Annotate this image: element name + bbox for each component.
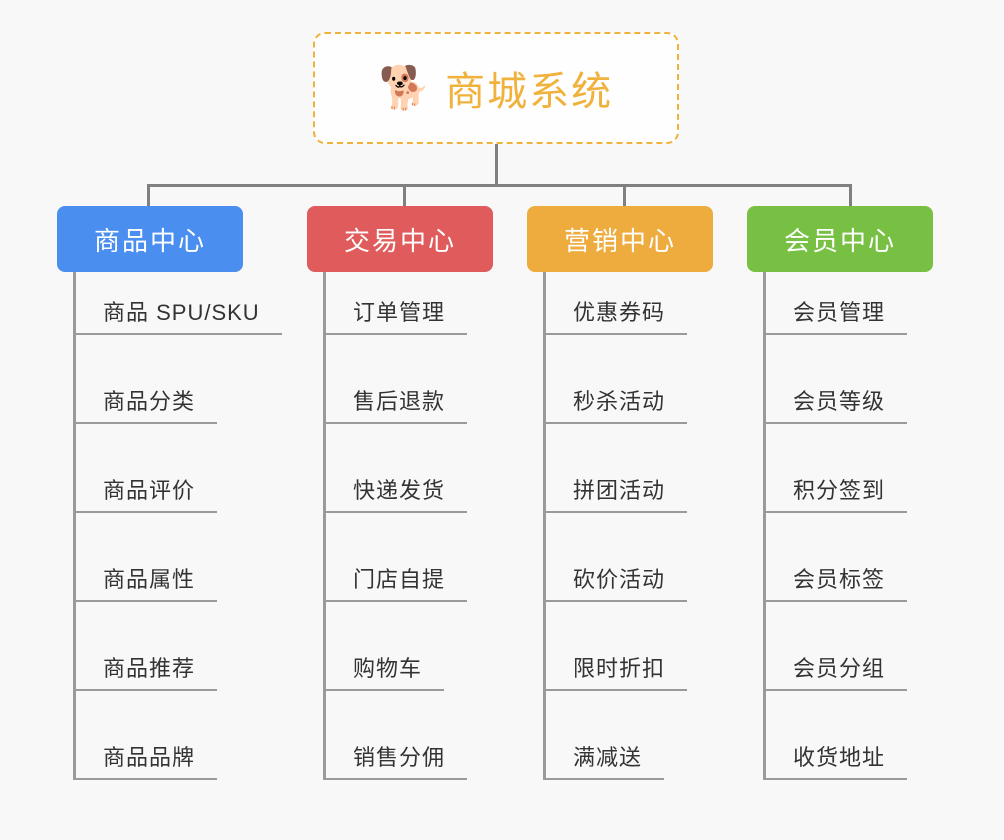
leaf-underline (543, 600, 687, 602)
leaf-label: 商品品牌 (103, 745, 196, 770)
leaf-label: 商品分类 (103, 389, 196, 414)
leaf-label: 门店自提 (353, 567, 446, 592)
horizontal-bus-connector (147, 184, 852, 187)
leaf-label: 收货地址 (793, 745, 886, 770)
leaf-underline (73, 511, 217, 513)
category-node-product-center[interactable]: 商品中心 (57, 206, 243, 272)
drop-connector-1 (147, 184, 150, 208)
leaf-label: 商品推荐 (103, 656, 196, 681)
leaf-underline (543, 422, 687, 424)
leaf-label: 拼团活动 (573, 478, 666, 503)
leaf-label: 优惠券码 (573, 300, 666, 325)
leaf-underline (323, 333, 467, 335)
leaf-label: 会员管理 (793, 300, 886, 325)
branch-spine (323, 272, 326, 780)
category-label: 会员中心 (783, 225, 896, 256)
leaf-label: 购物车 (353, 656, 423, 681)
leaf-label: 砍价活动 (573, 567, 666, 592)
leaf-label: 满减送 (573, 745, 643, 770)
leaf-underline (763, 511, 907, 513)
leaf-underline (543, 689, 687, 691)
leaf-underline (323, 600, 467, 602)
leaf-underline (543, 511, 687, 513)
leaf-underline (323, 422, 467, 424)
leaf-label: 限时折扣 (573, 656, 666, 681)
leaf-underline (543, 333, 687, 335)
drop-connector-4 (849, 184, 852, 208)
leaf-label: 售后退款 (353, 389, 446, 414)
leaf-label: 商品 SPU/SKU (103, 300, 260, 325)
leaf-underline (763, 689, 907, 691)
branch-spine (543, 272, 546, 780)
category-node-member-center[interactable]: 会员中心 (747, 206, 933, 272)
category-label: 营销中心 (563, 225, 676, 256)
leaf-label: 秒杀活动 (573, 389, 666, 414)
leaf-label: 商品属性 (103, 567, 196, 592)
drop-connector-3 (623, 184, 626, 208)
leaf-underline (763, 600, 907, 602)
leaf-label: 会员标签 (793, 567, 886, 592)
branch-spine (73, 272, 76, 780)
leaf-underline (73, 778, 217, 780)
category-node-trade-center[interactable]: 交易中心 (307, 206, 493, 272)
leaf-underline (763, 778, 907, 780)
branch-spine (763, 272, 766, 780)
leaf-label: 会员等级 (793, 389, 886, 414)
leaf-underline (73, 333, 282, 335)
leaf-underline (763, 422, 907, 424)
category-label: 交易中心 (343, 225, 456, 256)
leaf-underline (763, 333, 907, 335)
root-stem-connector (495, 144, 498, 186)
leaf-underline (73, 689, 217, 691)
leaf-underline (73, 422, 217, 424)
leaf-underline (323, 511, 467, 513)
leaf-underline (73, 600, 217, 602)
page-title: 商城系统 (445, 70, 614, 114)
leaf-label: 快递发货 (353, 478, 446, 503)
leaf-label: 积分签到 (793, 478, 886, 503)
leaf-label: 会员分组 (793, 656, 886, 681)
leaf-label: 订单管理 (353, 300, 446, 325)
root-node[interactable]: 🐕 商城系统 (313, 32, 679, 144)
leaf-label: 商品评价 (103, 478, 196, 503)
leaf-underline (323, 689, 444, 691)
leaf-label: 销售分佣 (353, 745, 446, 770)
drop-connector-2 (403, 184, 406, 208)
category-label: 商品中心 (93, 225, 206, 256)
shiba-dog-face-icon: 🐕 (378, 64, 432, 111)
category-node-marketing-center[interactable]: 营销中心 (527, 206, 713, 272)
leaf-underline (323, 778, 467, 780)
leaf-underline (543, 778, 664, 780)
